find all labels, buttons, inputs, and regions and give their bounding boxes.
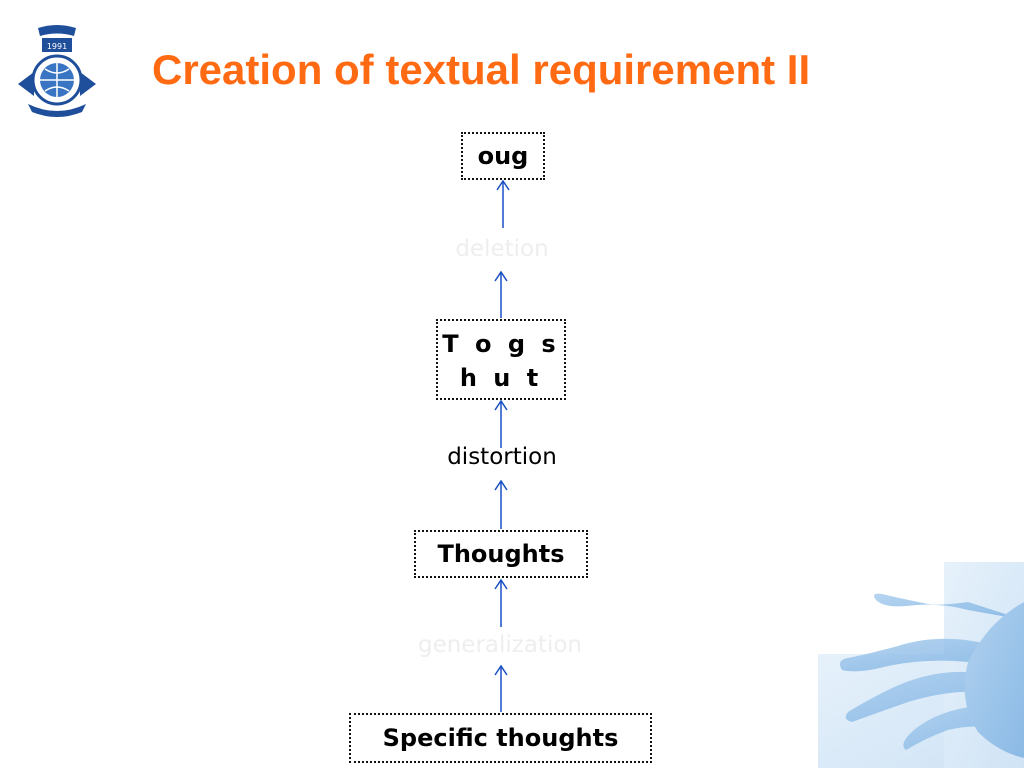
step-label-distortion: distortion [447,444,557,470]
slide-title: Creation of textual requirement II [152,46,811,93]
university-crest-logo: 1991 [18,25,96,117]
diagram-box-specific-thoughts: Specific thoughts [349,713,652,763]
arrow-to-box-1-lower [494,270,508,318]
diagram-box-second-line-1: T o g s [442,330,560,358]
arrow-to-box-3-lower [494,664,508,712]
diagram-box-second: T o g s h u t [436,319,566,400]
diagram-box-specific-thoughts-text: Specific thoughts [382,724,619,752]
arrow-to-box-2-upper [494,399,508,448]
arrow-to-box-3-upper [494,578,508,627]
diagram-box-thoughts-text: Thoughts [437,540,565,568]
arrow-to-box-1-upper [496,179,510,228]
arrow-to-box-2-lower [494,479,508,529]
diagram-box-thoughts: Thoughts [414,530,588,578]
diagram-box-second-line-2: h u t [459,364,543,392]
diagram-box-top-text: oug [477,142,529,170]
step-label-generalization: generalization [417,632,583,658]
diagram-box-top: oug [461,132,545,180]
step-label-deletion: deletion [455,236,549,262]
decorative-hand-image [818,562,1024,768]
logo-year: 1991 [47,42,67,51]
